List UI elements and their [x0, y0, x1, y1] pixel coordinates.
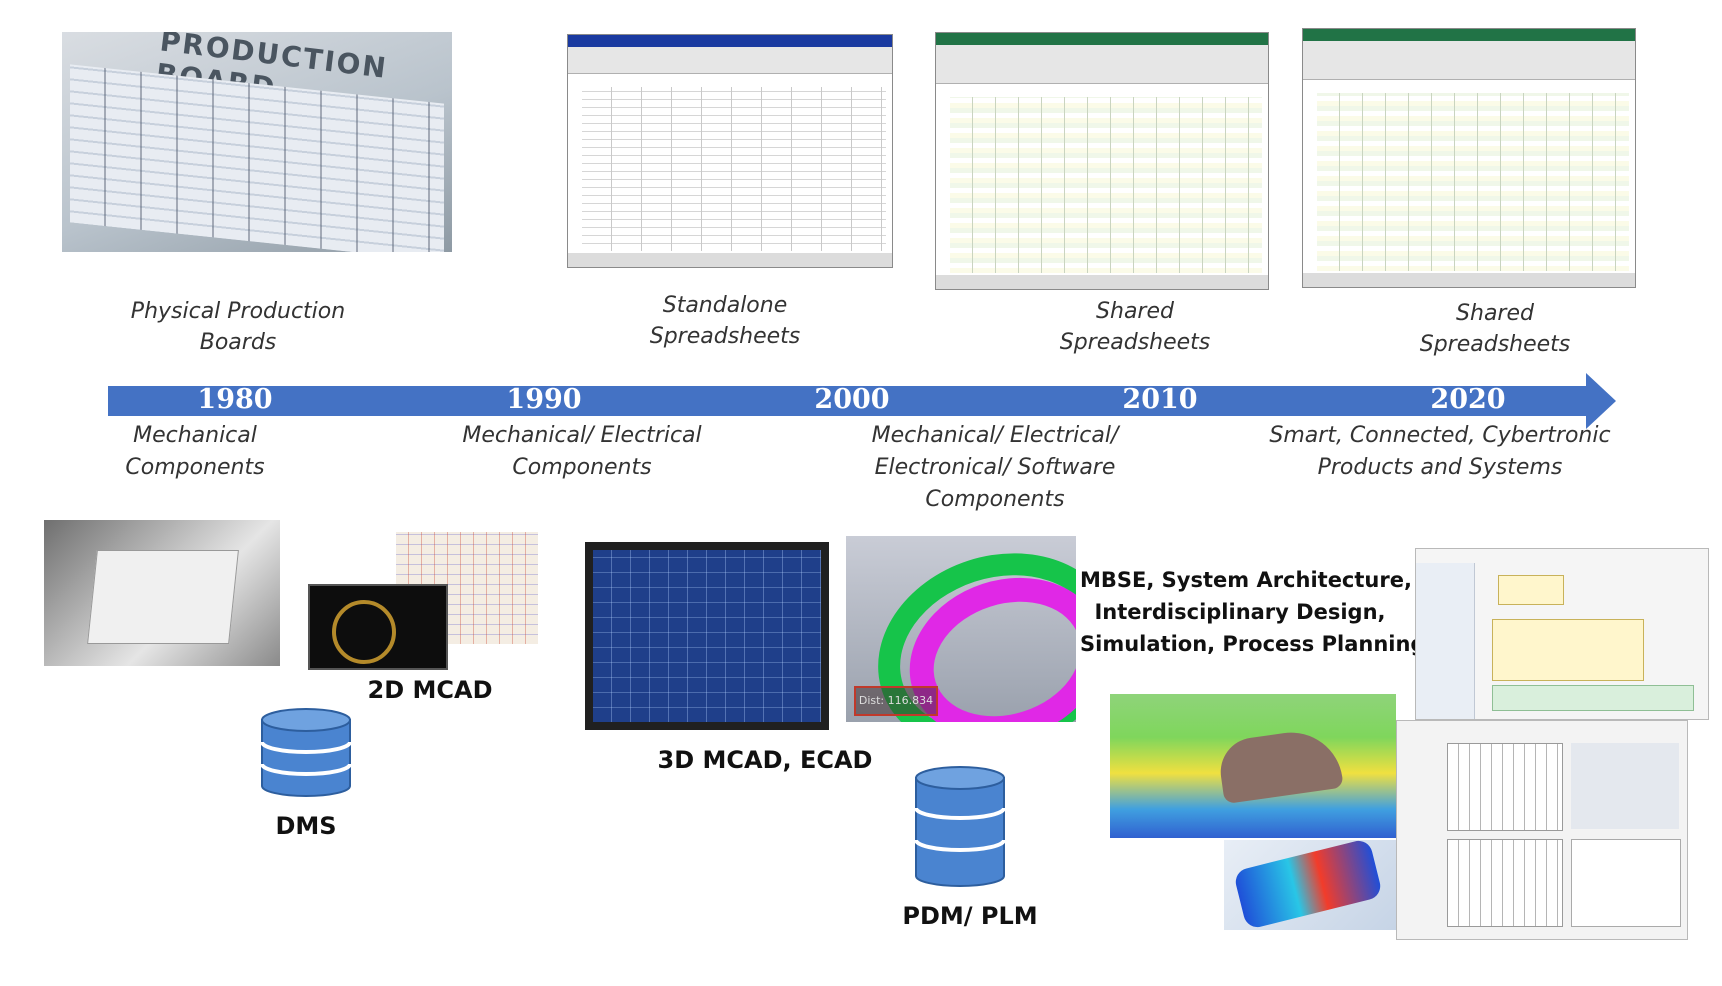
simulation-plot: [1447, 743, 1563, 831]
timeline-year-2000: 2000: [814, 384, 890, 415]
system-simulation-tool-screenshot: [1396, 720, 1688, 940]
fem-simulation-image: [1224, 840, 1396, 930]
mbse-line: MBSE, System Architecture,: [1080, 568, 1412, 592]
era-smart-connected-products: Smart, Connected, Cybertronic Products a…: [1255, 420, 1625, 484]
era-mechanical-electrical-components: Mechanical/ Electrical Components: [442, 420, 722, 484]
caption-line: Shared: [1456, 301, 1534, 326]
shared-spreadsheet-screenshot-2010: [935, 32, 1269, 290]
timeline-year-2010: 2010: [1122, 384, 1198, 415]
era-line: Mechanical/ Electrical/: [871, 423, 1119, 448]
caption-line: Physical Production: [130, 299, 346, 324]
label-pdm-plm: PDM/ PLM: [902, 902, 1038, 930]
3d-mcad-monitor-screenshot: [585, 542, 829, 730]
shared-spreadsheet-screenshot-2020: [1302, 28, 1636, 288]
mcad-screen: [593, 550, 821, 722]
caption-line: Spreadsheets: [649, 324, 801, 349]
era-line: Components: [512, 455, 652, 480]
diagram-block: [1492, 685, 1694, 711]
era-line: Mechanical/ Electrical: [462, 423, 702, 448]
vehicle-model: [1216, 725, 1344, 805]
excel-title-bar: [936, 33, 1268, 45]
vehicle-3d-view: [1571, 743, 1679, 829]
caption-line: Standalone: [662, 293, 788, 318]
excel-status-bar: [1303, 273, 1635, 287]
era-line: Products and Systems: [1317, 455, 1563, 480]
caption-line: Boards: [199, 330, 277, 355]
fem-part: [1232, 840, 1384, 930]
era-line: Mechanical: [133, 423, 257, 448]
mbse-sysml-tool-screenshot: [1415, 548, 1709, 720]
excel-status-bar: [568, 253, 892, 267]
excel-cell-grid: [1317, 93, 1629, 271]
excel-status-bar: [936, 275, 1268, 289]
measurement-readout: Dist: 116.834: [854, 686, 938, 716]
simulation-plot: [1447, 839, 1563, 927]
timeline-arrowhead: [1586, 373, 1616, 429]
3d-cad-model-screenshot: Dist: 116.834: [846, 536, 1076, 722]
caption-shared-spreadsheets-2020: Shared Spreadsheets: [1375, 298, 1615, 360]
label-dms: DMS: [275, 812, 337, 840]
caption-line: Shared: [1096, 299, 1174, 324]
era-line: Components: [925, 487, 1065, 512]
drafting-board-photo: [44, 520, 280, 666]
caption-standalone-spreadsheets: Standalone Spreadsheets: [605, 290, 845, 352]
dms-database-icon: [260, 708, 352, 797]
excel-standalone-screenshot: [567, 34, 893, 268]
vehicle-diagram-view: [1571, 839, 1681, 927]
pcb-layout-thumbnail: [308, 584, 448, 670]
caption-shared-spreadsheets-2010: Shared Spreadsheets: [1015, 296, 1255, 358]
pdm-plm-database-icon: [914, 766, 1006, 887]
timeline-arrow-shaft: [108, 386, 1588, 416]
era-line: Electronical/ Software: [874, 455, 1116, 480]
caption-physical-production-boards: Physical Production Boards: [118, 296, 358, 358]
era-mechanical-components: Mechanical Components: [80, 420, 310, 484]
label-mbse-system-architecture: MBSE, System Architecture, Interdiscipli…: [1080, 564, 1426, 660]
excel-ribbon: [1303, 41, 1635, 80]
caption-line: Spreadsheets: [1059, 330, 1211, 355]
excel-title-bar: [1303, 29, 1635, 41]
label-3d-mcad-ecad: 3D MCAD, ECAD: [657, 746, 873, 774]
mbse-line: Interdisciplinary Design,: [1094, 600, 1386, 624]
excel-cell-grid: [950, 97, 1262, 273]
caption-line: Spreadsheets: [1419, 332, 1571, 357]
diagram-block: [1492, 619, 1644, 681]
era-mechatronic-software-components: Mechanical/ Electrical/ Electronical/ So…: [850, 420, 1140, 516]
excel-ribbon: [936, 45, 1268, 84]
era-line: Smart, Connected, Cybertronic: [1269, 423, 1611, 448]
era-line: Components: [125, 455, 265, 480]
cfd-simulation-image: [1110, 694, 1396, 838]
production-board-photo: PRODUCTION BOARD: [62, 32, 452, 252]
drafting-paper: [87, 550, 239, 644]
diagram-block: [1498, 575, 1564, 605]
timeline-year-1980: 1980: [197, 384, 273, 415]
model-browser-panel: [1416, 563, 1475, 719]
timeline-year-2020: 2020: [1430, 384, 1506, 415]
excel-cell-grid: [582, 87, 886, 251]
label-2d-mcad: 2D MCAD: [367, 676, 493, 704]
timeline-year-1990: 1990: [506, 384, 582, 415]
excel-toolbar: [568, 47, 892, 74]
mbse-line: Simulation, Process Planning: [1080, 632, 1426, 656]
excel-title-bar: [568, 35, 892, 47]
2d-mcad-screenshots: [308, 532, 538, 670]
